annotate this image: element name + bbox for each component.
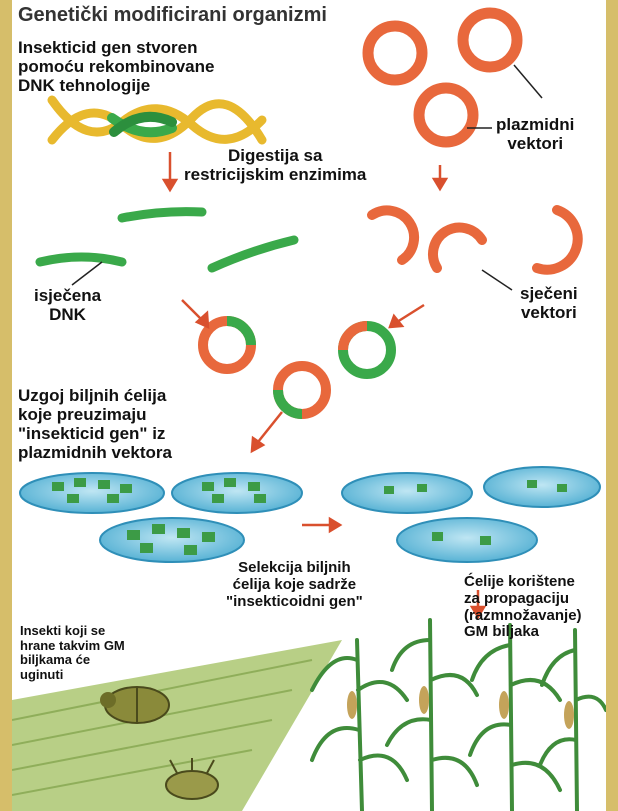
label-plant-cells: Uzgoj biljnih ćelija koje preuzimaju "in… (18, 386, 172, 462)
arrow-dishes-to-selection (302, 519, 340, 531)
label-insecticide-gene: Insekticid gen stvoren pomoću rekombinov… (18, 38, 214, 95)
petri-dish-3 (100, 518, 244, 562)
cut-vectors-pointer (482, 270, 512, 290)
label-cut-vectors: sječeni vektori (520, 284, 578, 322)
label-propagation: Ćelije korištene za propagaciju (razmnož… (464, 574, 582, 641)
corn-plant-2 (387, 620, 477, 811)
petri-dish-2 (172, 473, 302, 513)
petri-dish-5 (484, 467, 600, 507)
label-digestion: Digestija sa restricijskim enzimima (184, 146, 366, 184)
petri-dish-4 (342, 473, 472, 513)
arrow-vector-digest (434, 165, 446, 189)
arrow-vector-to-plasmid (390, 305, 424, 327)
arrow-plasmid-to-dishes (252, 412, 282, 451)
cut-dna-fragments (40, 212, 294, 268)
corn-plant-3 (470, 625, 560, 811)
dna-helix (52, 100, 262, 140)
label-cut-dna: isječena DNK (34, 286, 101, 324)
cut-vectors (372, 210, 578, 270)
diagram-title: Genetički modificirani organizmi (18, 4, 327, 26)
plasmid-vectors (368, 13, 517, 142)
petri-dish-6 (397, 518, 537, 562)
recombinant-plasmid-1 (203, 321, 251, 369)
petri-dishes (20, 467, 600, 562)
recombinant-plasmid-2 (343, 326, 391, 374)
arrow-dna-to-plasmid (182, 300, 208, 327)
recombinant-plasmid-3 (278, 366, 326, 414)
cut-dna-pointer (72, 262, 102, 285)
recombinant-plasmids (203, 321, 391, 414)
arrow-dna-digest (164, 152, 176, 190)
label-plasmid-vectors: plazmidni vektori (496, 115, 574, 153)
label-insects: Insekti koji se hrane takvim GM biljkama… (20, 624, 125, 682)
petri-dish-1 (20, 473, 164, 513)
corn-plant-4 (540, 630, 606, 811)
label-selection: Selekcija biljnih ćelija koje sadrže "in… (226, 560, 363, 610)
diagram-frame: Genetički modificirani organizmi Insekti… (12, 0, 606, 811)
corn-plants (312, 620, 606, 811)
